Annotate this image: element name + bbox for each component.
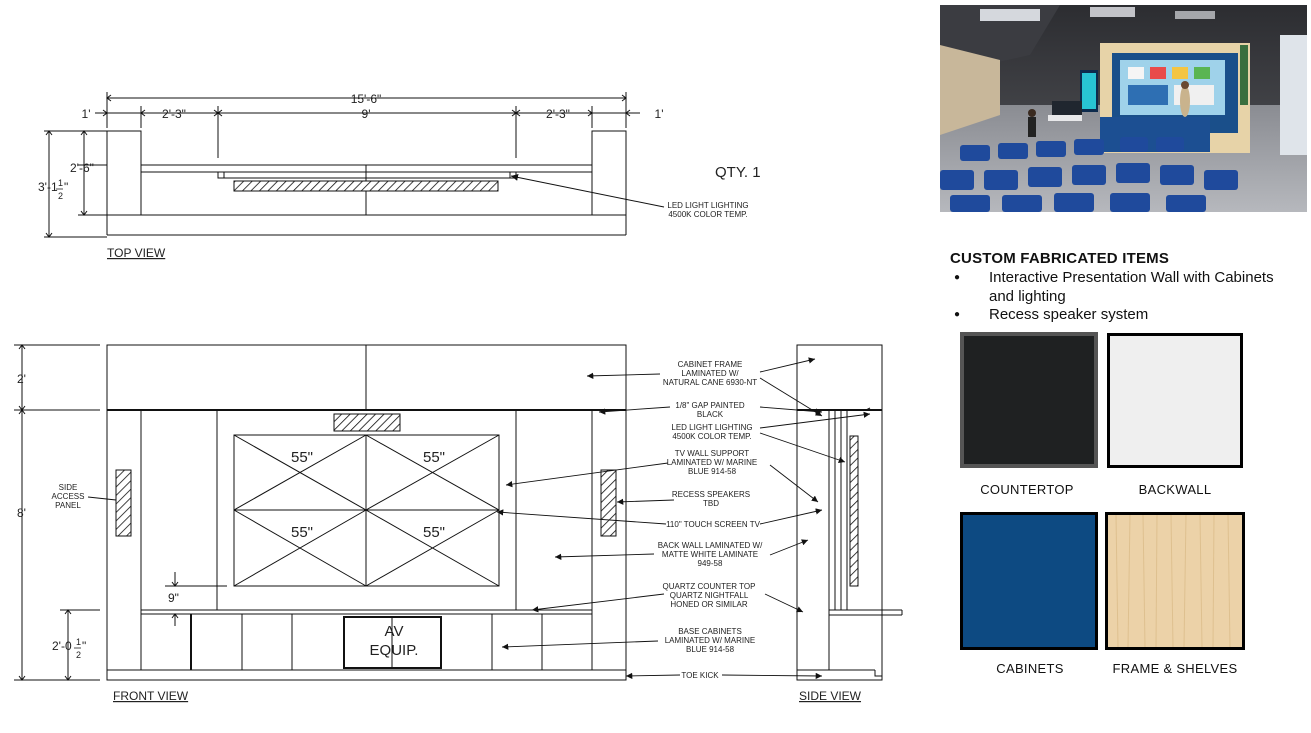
callout-7: BACK WALL LAMINATED W/MATTE WHITE LAMINA… bbox=[658, 541, 763, 568]
callout-6-line-1: 110" TOUCH SCREEN TV bbox=[666, 520, 760, 529]
callout-2-line-2: BLACK bbox=[697, 410, 724, 419]
callout-1-line-2: LAMINATED W/ bbox=[681, 369, 739, 378]
callout-10-line-1: TOE KICK bbox=[681, 671, 719, 680]
callout-leaders bbox=[496, 357, 871, 680]
frame-shelves-swatch bbox=[1105, 512, 1245, 650]
wood-grain-texture bbox=[1115, 515, 1231, 647]
custom-items-list: Interactive Presentation Wall with Cabin… bbox=[950, 269, 1290, 325]
shop-drawing: 15'-6" 1' 2'-3" 9' 2'-3" 1' 2'-6" 3'-1 1… bbox=[14, 92, 903, 703]
side-panel-line1: SIDE bbox=[59, 483, 78, 492]
dim-top: 2' bbox=[17, 372, 26, 386]
dim-overall-depth-den: 2 bbox=[58, 191, 63, 201]
callout-3-line-2: 4500K COLOR TEMP. bbox=[672, 432, 751, 441]
callout-8-line-3: HONED OR SIMILAR bbox=[670, 600, 748, 609]
screen-label-3: 55" bbox=[291, 524, 313, 541]
backwall-label: BACKWALL bbox=[1138, 482, 1212, 497]
callout-9-line-3: BLUE 914-58 bbox=[686, 645, 735, 654]
av-label-line1: AV bbox=[385, 623, 404, 640]
backwall-swatch bbox=[1107, 333, 1243, 468]
callout-7-line-1: BACK WALL LAMINATED W/ bbox=[658, 541, 763, 550]
callout-6: 110" TOUCH SCREEN TV bbox=[666, 520, 760, 529]
front-view-text: 2' 8' 9" 2'-0 1 2 " 55" 55" 55" 55" AV E… bbox=[17, 372, 445, 703]
svg-text:": " bbox=[82, 639, 86, 653]
callout-7-line-3: 949-58 bbox=[698, 559, 723, 568]
front-view-label: FRONT VIEW bbox=[113, 689, 189, 703]
custom-item-bullet-1: Interactive Presentation Wall with Cabin… bbox=[954, 269, 1290, 306]
top-led-callout-line2: 4500K COLOR TEMP. bbox=[668, 210, 747, 219]
custom-item-bullet-2: Recess speaker system bbox=[954, 306, 1290, 325]
callout-9-line-1: BASE CABINETS bbox=[678, 627, 742, 636]
callout-1-line-3: NATURAL CANE 6930-NT bbox=[663, 378, 757, 387]
callout-8-line-2: QUARTZ NIGHTFALL bbox=[670, 591, 749, 600]
countertop-swatch bbox=[960, 332, 1098, 468]
av-label-line2: EQUIP. bbox=[370, 642, 419, 659]
frame-shelves-label: FRAME & SHELVES bbox=[1112, 661, 1238, 676]
top-view-text: 15'-6" 1' 2'-3" 9' 2'-3" 1' 2'-6" 3'-1 1… bbox=[38, 92, 761, 260]
dim-overall: 15'-6" bbox=[351, 92, 382, 106]
screen-label-2: 55" bbox=[423, 449, 445, 466]
qty-label: QTY. 1 bbox=[715, 164, 761, 181]
dim-base-den: 2 bbox=[76, 650, 81, 660]
side-view-label: SIDE VIEW bbox=[799, 689, 862, 703]
dim-base-num: 1 bbox=[76, 637, 81, 647]
showroom-rendering-image bbox=[940, 5, 1307, 212]
top-view-label: TOP VIEW bbox=[107, 246, 166, 260]
dim-right-end: 1' bbox=[655, 107, 664, 121]
countertop-label: COUNTERTOP bbox=[980, 482, 1074, 497]
dim-left-end: 1' bbox=[82, 107, 91, 121]
rendering-photo bbox=[940, 5, 1307, 212]
side-panel-line3: PANEL bbox=[55, 501, 81, 510]
callout-5-line-2: TBD bbox=[703, 499, 719, 508]
dim-left-inner: 2'-3" bbox=[162, 107, 186, 121]
front-view bbox=[14, 344, 627, 681]
callout-4-line-3: BLUE 914-58 bbox=[688, 467, 737, 476]
callout-7-line-2: MATTE WHITE LAMINATE bbox=[662, 550, 758, 559]
callout-10: TOE KICK bbox=[681, 671, 719, 680]
custom-items-title: CUSTOM FABRICATED ITEMS bbox=[950, 250, 1170, 267]
callout-8-line-1: QUARTZ COUNTER TOP bbox=[663, 582, 756, 591]
callout-4-line-2: LAMINATED W/ MARINE bbox=[667, 458, 758, 467]
callout-4-line-1: TV WALL SUPPORT bbox=[675, 449, 750, 458]
dim-inner-depth: 2'-6" bbox=[70, 161, 94, 175]
dim-base: 2'-0 bbox=[52, 639, 72, 653]
callout-3-line-1: LED LIGHT LIGHTING bbox=[671, 423, 752, 432]
callout-2-line-1: 1/8" GAP PAINTED bbox=[675, 401, 744, 410]
screen-label-1: 55" bbox=[291, 449, 313, 466]
screen-label-4: 55" bbox=[423, 524, 445, 541]
callout-9-line-2: LAMINATED W/ MARINE bbox=[665, 636, 756, 645]
dim-gap: 9" bbox=[168, 591, 179, 605]
custom-items-panel: CUSTOM FABRICATED ITEMS Interactive Pres… bbox=[950, 250, 1290, 325]
dim-overall-depth-num: 1 bbox=[58, 178, 63, 188]
callout-1-line-1: CABINET FRAME bbox=[678, 360, 743, 369]
cabinets-swatch bbox=[960, 512, 1098, 650]
svg-text:": " bbox=[64, 180, 68, 194]
callout-5-line-1: RECESS SPEAKERS bbox=[672, 490, 750, 499]
dim-main: 8' bbox=[17, 506, 26, 520]
dim-right-inner: 2'-3" bbox=[546, 107, 570, 121]
dim-overall-depth: 3'-1 bbox=[38, 180, 58, 194]
cabinets-label: CABINETS bbox=[996, 661, 1064, 676]
top-led-callout-line1: LED LIGHT LIGHTING bbox=[667, 201, 748, 210]
dim-center: 9' bbox=[362, 107, 371, 121]
side-panel-line2: ACCESS bbox=[52, 492, 85, 501]
side-view bbox=[796, 344, 903, 681]
top-view bbox=[44, 92, 665, 238]
